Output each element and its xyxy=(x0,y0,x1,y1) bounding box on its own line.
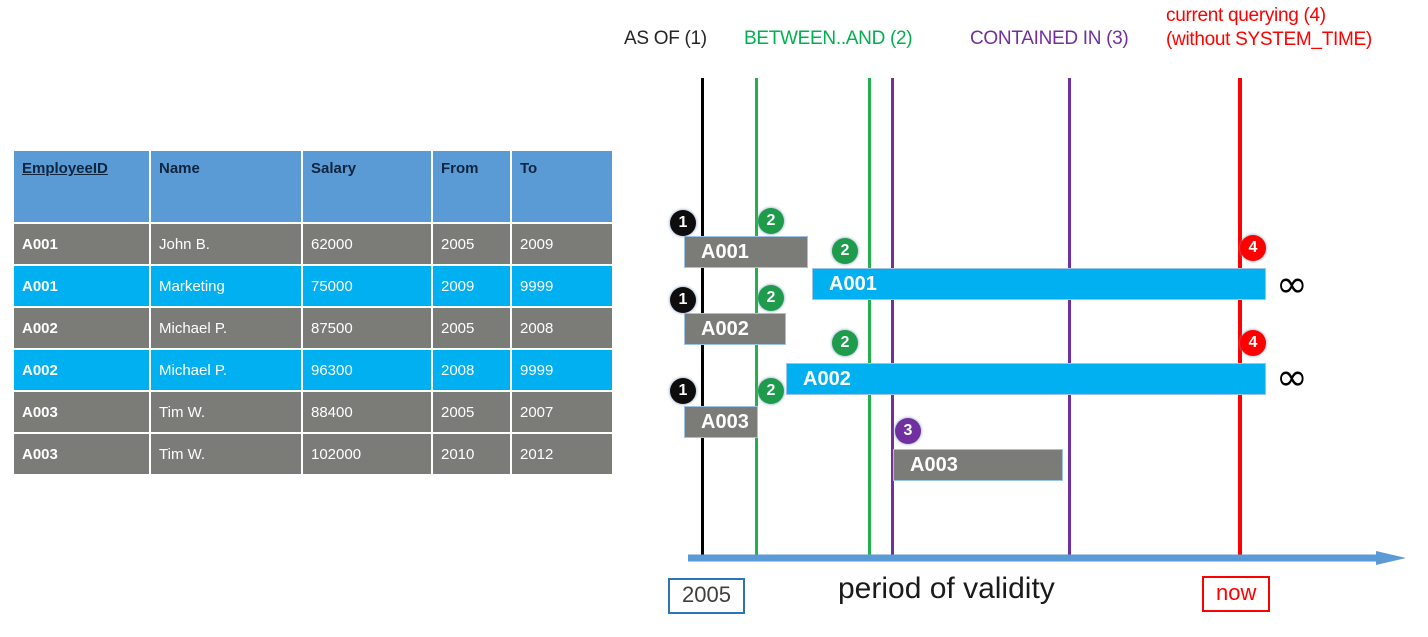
timeline-bar-label: A003 xyxy=(910,453,958,476)
legend-current-querying-line2: (without SYSTEM_TIME) xyxy=(1166,29,1372,51)
cell-from: 2010 xyxy=(433,434,510,474)
column-header-to: To xyxy=(512,151,612,222)
cell-name: Michael P. xyxy=(151,308,301,348)
axis-now-label: now xyxy=(1202,576,1271,612)
column-header-salary: Salary xyxy=(303,151,431,222)
column-header-employeeid-label: EmployeeID xyxy=(22,160,108,177)
table-row: A001 John B. 62000 2005 2009 xyxy=(14,224,612,264)
badge-1: 1 xyxy=(670,210,696,236)
legend-current-querying-line1: current querying (4) xyxy=(1166,5,1326,26)
cell-employeeid: A001 xyxy=(14,266,149,306)
timeline-bar-a003-historic: A003 xyxy=(684,406,758,438)
badge-4: 4 xyxy=(1240,235,1266,261)
cell-name: Michael P. xyxy=(151,350,301,390)
table-header-row: EmployeeID Name Salary From To xyxy=(14,151,612,222)
timeline-bar-label: A002 xyxy=(803,367,851,390)
timeline-bar-label: A001 xyxy=(829,272,877,295)
badge-2: 2 xyxy=(832,238,858,264)
cell-salary: 102000 xyxy=(303,434,431,474)
timeline-bar-a001-historic: A001 xyxy=(684,236,808,268)
table-row: A002 Michael P. 96300 2008 9999 xyxy=(14,350,612,390)
cell-to: 9999 xyxy=(512,350,612,390)
query-line-contained-end xyxy=(1068,78,1071,560)
cell-salary: 87500 xyxy=(303,308,431,348)
column-header-employeeid: EmployeeID xyxy=(14,151,149,222)
timeline-bar-label: A001 xyxy=(701,240,749,263)
cell-employeeid: A002 xyxy=(14,350,149,390)
legend-as-of: AS OF (1) xyxy=(624,28,707,49)
cell-name: Tim W. xyxy=(151,392,301,432)
cell-employeeid: A003 xyxy=(14,434,149,474)
timeline-bar-a002-current: A002 xyxy=(786,363,1266,395)
query-line-between-end xyxy=(868,78,871,560)
time-axis-arrow xyxy=(688,551,1406,565)
timeline-bar-label: A003 xyxy=(701,410,749,433)
cell-to: 2012 xyxy=(512,434,612,474)
badge-2: 2 xyxy=(758,285,784,311)
legend-between-and: BETWEEN..AND (2) xyxy=(744,28,913,49)
cell-from: 2005 xyxy=(433,308,510,348)
cell-salary: 88400 xyxy=(303,392,431,432)
badge-1: 1 xyxy=(670,287,696,313)
cell-employeeid: A002 xyxy=(14,308,149,348)
cell-name: Tim W. xyxy=(151,434,301,474)
badge-2: 2 xyxy=(832,330,858,356)
cell-employeeid: A003 xyxy=(14,392,149,432)
cell-from: 2008 xyxy=(433,350,510,390)
cell-to: 2007 xyxy=(512,392,612,432)
cell-from: 2005 xyxy=(433,392,510,432)
badge-1: 1 xyxy=(670,378,696,404)
infinity-icon: ∞ xyxy=(1276,355,1308,399)
timeline-bar-a003-later: A003 xyxy=(893,449,1063,481)
cell-salary: 96300 xyxy=(303,350,431,390)
cell-to: 2008 xyxy=(512,308,612,348)
badge-3: 3 xyxy=(895,418,921,444)
column-header-name: Name xyxy=(151,151,301,222)
timeline-bar-a001-current: A001 xyxy=(812,268,1266,300)
badge-2: 2 xyxy=(758,378,784,404)
cell-name: John B. xyxy=(151,224,301,264)
table-row: A001 Marketing 75000 2009 9999 xyxy=(14,266,612,306)
legend-contained-in: CONTAINED IN (3) xyxy=(970,28,1129,49)
cell-salary: 62000 xyxy=(303,224,431,264)
table-row: A003 Tim W. 102000 2010 2012 xyxy=(14,434,612,474)
column-header-from: From xyxy=(433,151,510,222)
badge-2: 2 xyxy=(758,208,784,234)
query-line-now xyxy=(1238,78,1242,560)
axis-start-label: 2005 xyxy=(668,578,745,614)
axis-caption: period of validity xyxy=(838,572,1055,605)
table-row: A003 Tim W. 88400 2005 2007 xyxy=(14,392,612,432)
table-row: A002 Michael P. 87500 2005 2008 xyxy=(14,308,612,348)
timeline-bar-label: A002 xyxy=(701,317,749,340)
legend-current-querying: current querying (4) (without SYSTEM_TIM… xyxy=(1166,4,1372,53)
badge-4: 4 xyxy=(1240,330,1266,356)
cell-salary: 75000 xyxy=(303,266,431,306)
infinity-icon: ∞ xyxy=(1276,262,1308,306)
cell-employeeid: A001 xyxy=(14,224,149,264)
cell-name: Marketing xyxy=(151,266,301,306)
timeline-bar-a002-historic: A002 xyxy=(684,313,786,345)
employee-temporal-table: EmployeeID Name Salary From To A001 John… xyxy=(12,149,614,476)
query-line-contained-start xyxy=(891,78,894,560)
cell-from: 2005 xyxy=(433,224,510,264)
cell-from: 2009 xyxy=(433,266,510,306)
cell-to: 9999 xyxy=(512,266,612,306)
cell-to: 2009 xyxy=(512,224,612,264)
